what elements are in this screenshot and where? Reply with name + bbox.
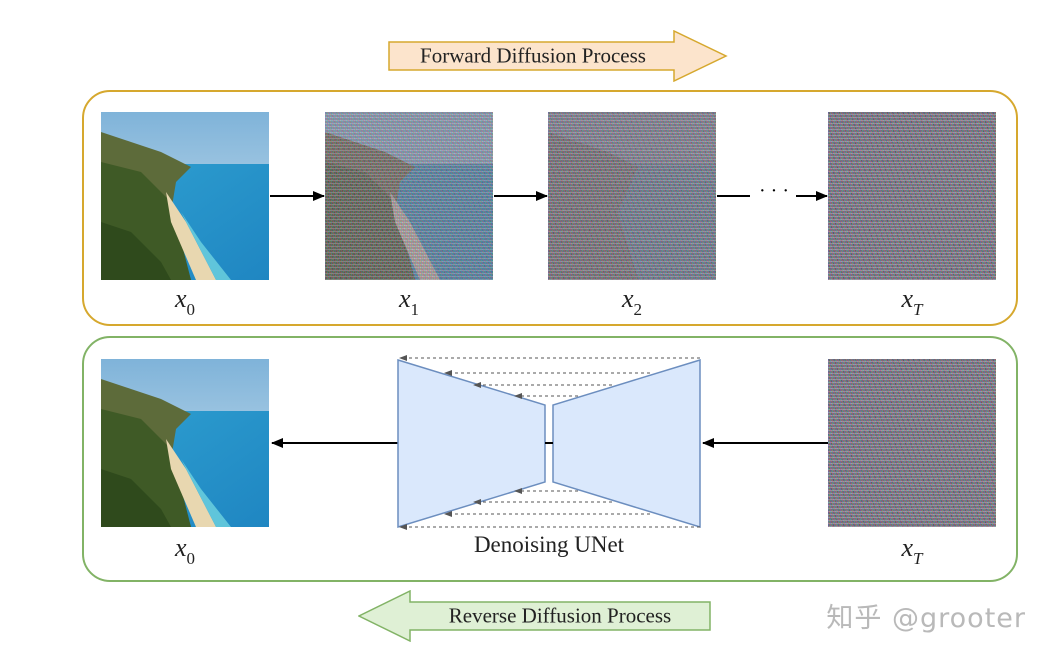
label-x0-forward: x0 — [174, 284, 196, 320]
image-xT-forward — [828, 112, 996, 280]
label-xT-reverse: xT — [901, 533, 923, 569]
image-x1 — [325, 112, 493, 280]
watermark: 知乎 @grooter — [826, 603, 1026, 634]
label-xT-forward: xT — [901, 284, 923, 320]
image-x0-forward — [101, 112, 269, 280]
image-x0-reverse — [101, 359, 269, 527]
reverse-process-banner: Reverse Diffusion Process — [357, 589, 712, 643]
image-x2 — [548, 112, 716, 280]
forward-process-title: Forward Diffusion Process — [420, 43, 646, 68]
unet-label: Denoising UNet — [473, 532, 625, 557]
reverse-arrow-shape — [357, 589, 711, 643]
image-xT-reverse — [828, 359, 996, 527]
reverse-process-title: Reverse Diffusion Process — [448, 603, 672, 628]
label-x1: x1 — [398, 284, 420, 320]
label-x0-reverse: x0 — [174, 533, 196, 569]
forward-process-box — [82, 90, 1018, 326]
forward-arrow-shape — [388, 29, 728, 83]
label-x2: x2 — [621, 284, 643, 320]
reverse-process-box — [82, 336, 1018, 582]
forward-process-banner: Forward Diffusion Process — [388, 29, 728, 83]
ellipsis: · · · — [759, 180, 789, 202]
unet-encoder — [397, 358, 546, 529]
unet-decoder — [552, 358, 701, 529]
